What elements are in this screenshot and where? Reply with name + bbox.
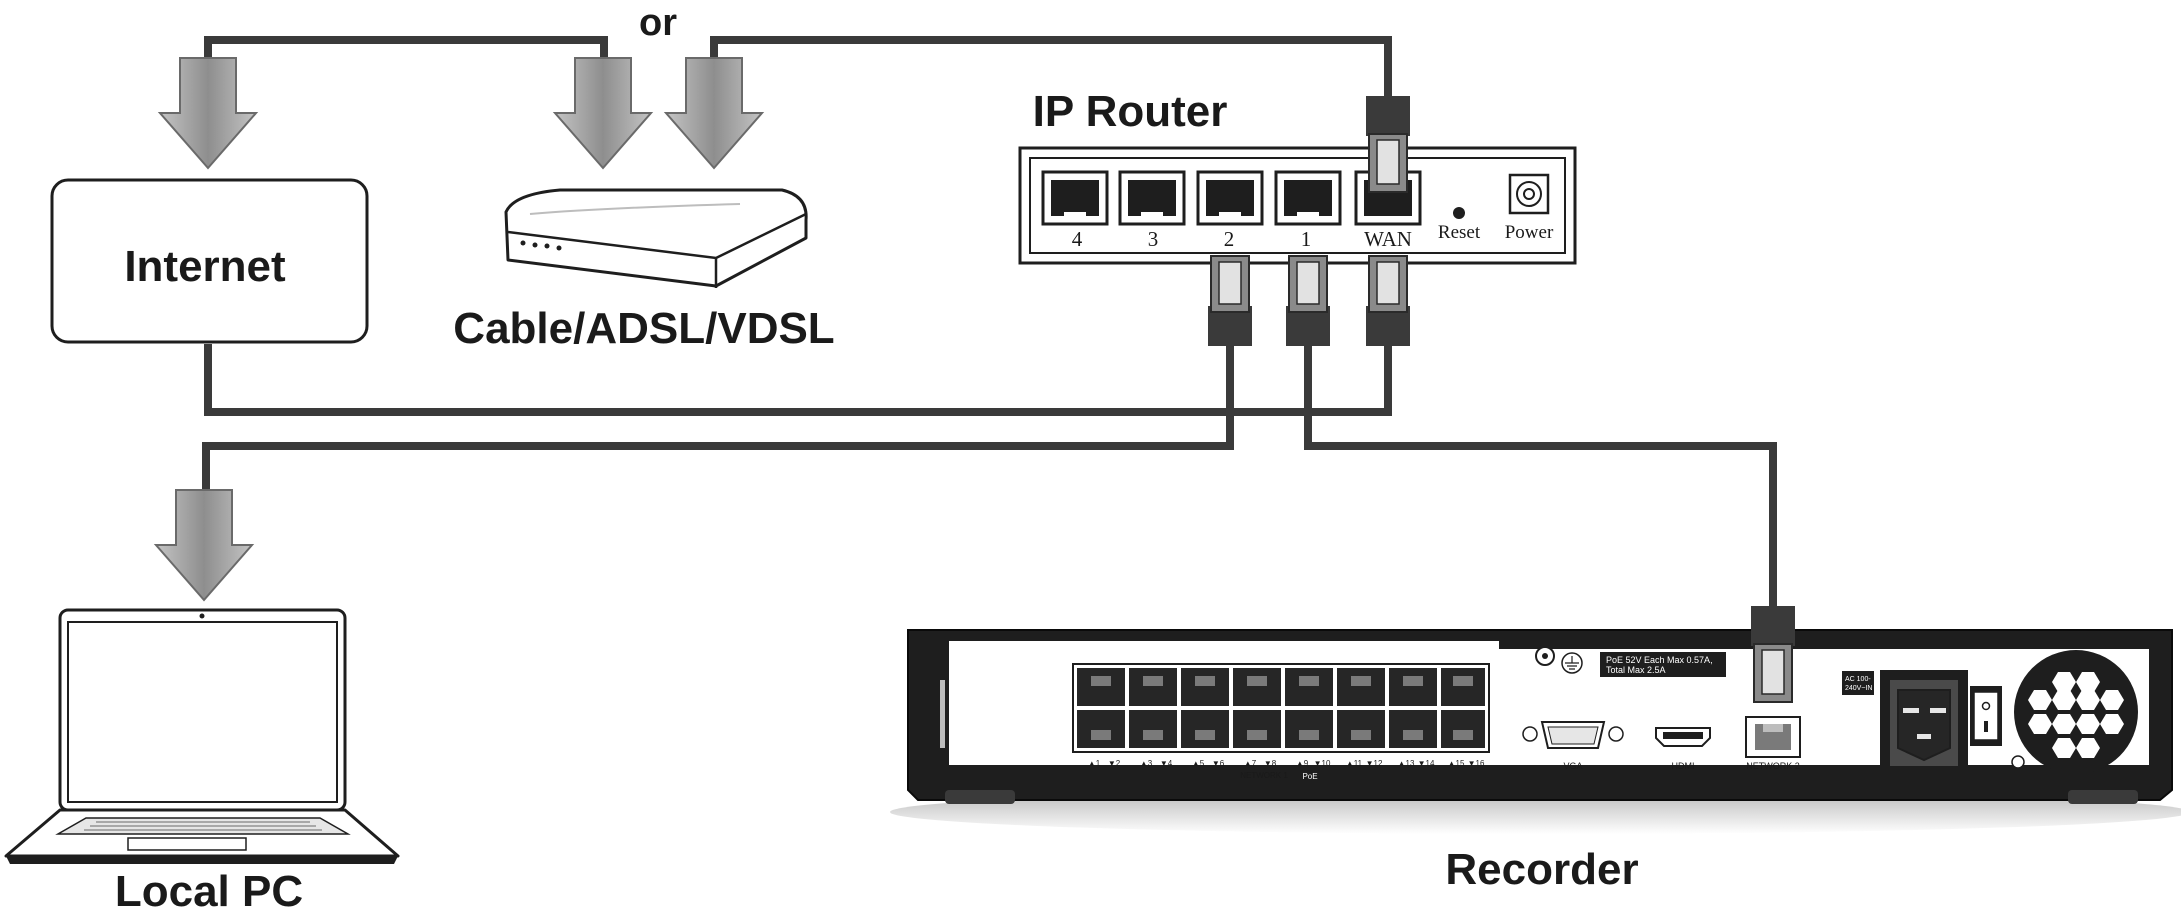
rj45-plug-icon [1365,95,1411,193]
poe-port-number: ▲9 [1296,759,1309,768]
poe-port-number: ▲3 [1140,759,1153,768]
recorder-label: Recorder [1445,845,1638,894]
poe-badge [1290,770,1330,781]
cables [202,36,1777,610]
ground-terminal-icon [2011,755,2025,769]
poe-badge-label: PoE [1302,772,1317,781]
poe-spec-label [1600,652,1726,677]
router-port-4 [1041,170,1109,226]
poe-port-number: ▼2 [1108,759,1121,768]
or-label: or [639,2,677,44]
poe-port-number: ▼6 [1212,759,1225,768]
vga-label: VGA [1563,761,1582,771]
router-port-2 [1196,170,1264,226]
arrow-down-icon [554,57,652,169]
router-port-1 [1274,170,1342,226]
ip-router: IP Router 4 3 2 1 WA [1018,87,1577,265]
poe-port-block [1072,663,1490,753]
network2-label: NETWORK 2 [1746,761,1800,771]
router-port-3 [1118,170,1186,226]
ac-power-inlet-icon [1880,670,1968,776]
network2-port-icon [1745,716,1801,758]
reset-label: Reset [1438,222,1481,243]
power-switch-icon [1970,686,2002,746]
poe-port-number: ▲15 [1448,759,1465,768]
modem-label: Cable/ADSL/VDSL [453,304,834,353]
router-port-label: 2 [1224,227,1235,251]
poe-port-number: ▲13 [1398,759,1415,768]
cable-internet-to-router [204,342,1392,416]
hdmi-label: HDMI [1672,761,1695,771]
poe-spec-text: PoE 52V Each Max 0.57A, [1606,655,1713,665]
poe-port-number: ▲7 [1244,759,1257,768]
router-port-label: 1 [1301,227,1312,251]
poe-port-number: ▼16 [1468,759,1485,768]
internet-cloud: Internet [50,178,369,344]
poe-port-number: ▼4 [1160,759,1173,768]
recorder-device: ▲1 ▼2 ▲3 ▼4 ▲5 ▼6 ▲7 ▼8 ▲9 ▼10 ▲11 ▼12 ▲… [890,629,2181,894]
poe-spec-text: Total Max 2.5A [1606,665,1666,675]
vga-port-icon [1522,721,1624,749]
rj45-plug-icon [1365,255,1411,347]
local-pc-laptop: Local PC [4,608,400,916]
arrow-down-icon [665,57,763,169]
poe-port-number: ▼8 [1264,759,1277,768]
power-jack-icon [1508,173,1550,215]
rj45-plug-icon [1207,255,1253,347]
network1-label: NETWORK 1 [1240,771,1288,780]
cable-modem-to-wan [710,36,1392,96]
power-label: Power [1505,222,1554,243]
poe-port-number: ▼10 [1314,759,1331,768]
ac-input-label [1842,671,1874,695]
fan-grille-icon [2014,650,2138,774]
modem-device: Cable/ADSL/VDSL [453,188,835,353]
poe-port-numbers: ▲1 ▼2 ▲3 ▼4 ▲5 ▼6 ▲7 ▼8 ▲9 ▼10 ▲11 ▼12 ▲… [1088,759,1485,768]
router-port-label: 3 [1148,227,1159,251]
router-port-label: WAN [1364,227,1412,251]
poe-port-number: ▼12 [1366,759,1383,768]
arrow-down-icon [159,57,257,169]
poe-port-number: ▲1 [1088,759,1101,768]
rj45-plug-icon [1285,255,1331,347]
rj45-plug-icon [1750,605,1796,703]
cable-pc-to-router [202,342,1234,495]
ground-screw-icon [1535,646,1583,674]
hdmi-port-icon [1655,727,1711,747]
poe-port-number: ▼14 [1418,759,1435,768]
ac-input-text: AC 100- [1845,676,1871,683]
cable-recorder-to-router [1304,342,1777,610]
poe-port-number: ▲5 [1192,759,1205,768]
internet-label: Internet [124,242,286,291]
router-port-label: 4 [1072,227,1083,251]
poe-port-number: ▲11 [1346,759,1363,768]
reset-button-icon [1453,207,1465,219]
local-pc-label: Local PC [115,867,303,916]
cable-internet-modem-loop [204,36,608,62]
router-label: IP Router [1033,87,1228,136]
ac-input-text: 240V~IN [1845,685,1872,692]
arrow-down-icon [155,489,253,601]
